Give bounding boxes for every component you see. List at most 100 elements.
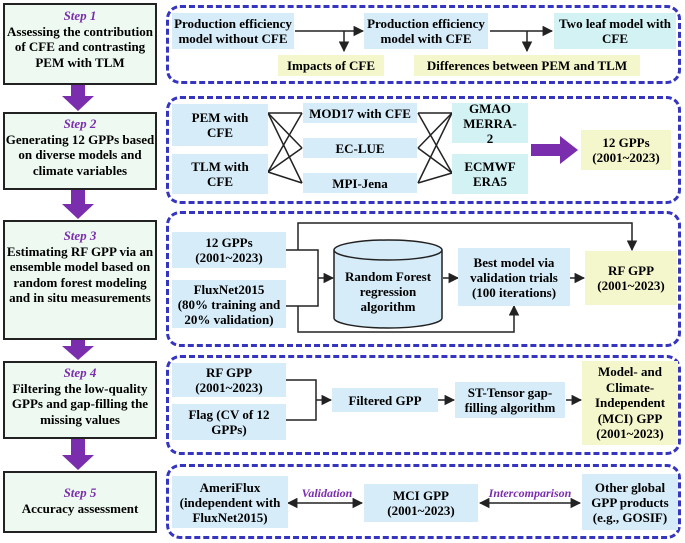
flag-line1: Flag (CV of 12 (188, 407, 270, 422)
step-5-text: Accuracy assessment (21, 500, 139, 516)
pem-without-cfe-node: Production efficiency model without CFE (172, 13, 294, 49)
step-1-panel (166, 5, 681, 84)
step-2-title: Step 2 (63, 116, 97, 131)
mci-s4-line4: (MCI) GPP (597, 410, 663, 426)
s3-12gpps-node: 12 GPPs (2001~2023) (172, 232, 286, 268)
filtered-gpp-node: Filtered GPP (332, 388, 438, 412)
tlm-with-cfe-s2-node: TLM with CFE (172, 154, 268, 194)
rf-line2: regression (359, 283, 417, 299)
other-line1: Other global (594, 479, 666, 495)
step-1-text: Assessing the contribution of CFE and co… (7, 23, 153, 70)
flag-line2: GPPs) (211, 422, 247, 437)
tensor-line1: ST-Tensor gap- (467, 385, 553, 400)
mci-s4-line1: Model- and (598, 364, 662, 380)
s4-rfgpp-line2: (2001~2023) (195, 380, 263, 395)
step-arrow-1-2 (62, 85, 94, 111)
step-2-text: Generating 12 GPPs based on diverse mode… (5, 131, 155, 178)
rf-line1: Random Forest (344, 268, 432, 284)
gmao-merra2-node: GMAO MERRA-2 (452, 101, 528, 146)
step-2-panel (166, 96, 681, 204)
best-line2: validation trials (470, 269, 558, 285)
step-1-box: Step 1 Assessing the contribution of CFE… (3, 3, 157, 85)
mci-s4-line2: Climate- (605, 379, 655, 395)
step-arrow-3-4 (62, 340, 94, 360)
st-tensor-node: ST-Tensor gap- filling algorithm (455, 382, 565, 418)
random-forest-node: Random Forest regression algorithm (334, 262, 442, 320)
rf-gpp-line2: (2001~2023) (597, 278, 665, 293)
ameriflux-line2: (independent with (179, 494, 281, 510)
s3-loop-top (297, 222, 638, 252)
best-model-node: Best model via validation trials (100 it… (458, 248, 570, 306)
other-products-node: Other global GPP products (e.g., GOSIF) (582, 474, 678, 530)
best-line1: Best model via (473, 254, 555, 270)
s4-rfgpp-node: RF GPP (2001~2023) (172, 363, 286, 397)
mci-s4-line3: Independent (594, 395, 666, 411)
step-4-panel (166, 355, 681, 455)
flag-cv-node: Flag (CV of 12 GPPs) (172, 404, 286, 440)
mod17-node: MOD17 with CFE (303, 103, 417, 123)
s2-link (417, 112, 453, 174)
gpps-output-arrow (531, 136, 578, 164)
step-arrow-4-5 (62, 439, 94, 470)
fluxnet-line2: (80% training and (177, 296, 281, 312)
other-line2: GPP products (591, 494, 669, 510)
pem-with-cfe-node: Production efficiency model with CFE (364, 13, 488, 49)
mpi-jena-node: MPI-Jena (303, 173, 417, 193)
step-arrow-2-3 (62, 190, 94, 219)
ameriflux-line1: AmeriFlux (199, 479, 261, 495)
step-3-title: Step 3 (63, 228, 97, 243)
impacts-of-cfe-node: Impacts of CFE (278, 55, 384, 76)
ameriflux-node: AmeriFlux (independent with FluxNet2015) (172, 476, 288, 528)
step-1-title: Step 1 (63, 8, 97, 23)
s2-link (267, 147, 303, 173)
step-2-box: Step 2 Generating 12 GPPs based on diver… (3, 112, 157, 190)
step-4-box: Step 4 Filtering the low-quality GPPs an… (3, 361, 157, 439)
step-5-box: Step 5 Accuracy assessment (3, 471, 157, 533)
step-5-panel (166, 464, 681, 539)
validation-label: Validation (301, 486, 353, 500)
s3-12gpps-line2: (2001~2023) (195, 250, 263, 265)
mci-s5-line1: MCI GPP (393, 488, 449, 503)
step-5-title: Step 5 (63, 485, 97, 500)
step-3-box: Step 3 Estimating RF GPP via an ensemble… (3, 220, 157, 340)
eclue-node: EC-LUE (303, 138, 417, 158)
step-4-text: Filtering the low-quality GPPs and gap-f… (11, 380, 149, 427)
gpps-output-line1: 12 GPPs (602, 135, 650, 150)
s2-link (417, 172, 453, 184)
gpps-output-node: 12 GPPs (2001~2023) (581, 130, 671, 170)
mci-gpp-s5-node: MCI GPP (2001~2023) (364, 484, 478, 522)
s3-12gpps-line1: 12 GPPs (205, 235, 253, 250)
other-line3: (e.g., GOSIF) (592, 509, 668, 525)
differences-pem-tlm-node: Differences between PEM and TLM (414, 55, 640, 76)
s2-link (267, 112, 303, 149)
s3-loop-bottom (297, 304, 520, 333)
fluxnet-line1: FluxNet2015 (193, 281, 265, 297)
s4-rfgpp-line1: RF GPP (205, 365, 253, 380)
step-3-text: Estimating RF GPP via an ensemble model … (6, 243, 154, 306)
ameriflux-line3: FluxNet2015) (192, 509, 268, 525)
step-3-panel (166, 211, 681, 347)
tensor-line2: filling algorithm (464, 400, 556, 415)
fluxnet-node: FluxNet2015 (80% training and 20% valida… (172, 280, 286, 328)
s2-link (417, 112, 453, 149)
gpps-output-line2: (2001~2023) (592, 150, 660, 165)
s2-link (267, 171, 303, 184)
rf-gpp-line1: RF GPP (607, 263, 655, 278)
s2-link (417, 147, 453, 174)
mci-gpp-s4-node: Model- and Climate- Independent (MCI) GP… (582, 361, 678, 445)
mci-s4-line5: (2001~2023) (596, 426, 664, 442)
step-arrows (62, 85, 578, 470)
step-4-title: Step 4 (63, 365, 97, 380)
ecmwf-era5-node: ECMWF ERA5 (452, 154, 528, 194)
rf-cylinder-shape (333, 239, 443, 329)
tlm-with-cfe-node: Two leaf model with CFE (554, 13, 676, 49)
rf-gpp-node: RF GPP (2001~2023) (585, 251, 677, 305)
rf-line3: algorithm (360, 298, 416, 314)
s2-link (417, 112, 453, 184)
fluxnet-line3: 20% validation) (184, 311, 274, 327)
pem-with-cfe-s2-node: PEM with CFE (172, 104, 268, 146)
s2-link (267, 112, 303, 184)
best-line3: (100 iterations) (471, 284, 557, 300)
intercomparison-label: Intercomparison (488, 486, 572, 500)
